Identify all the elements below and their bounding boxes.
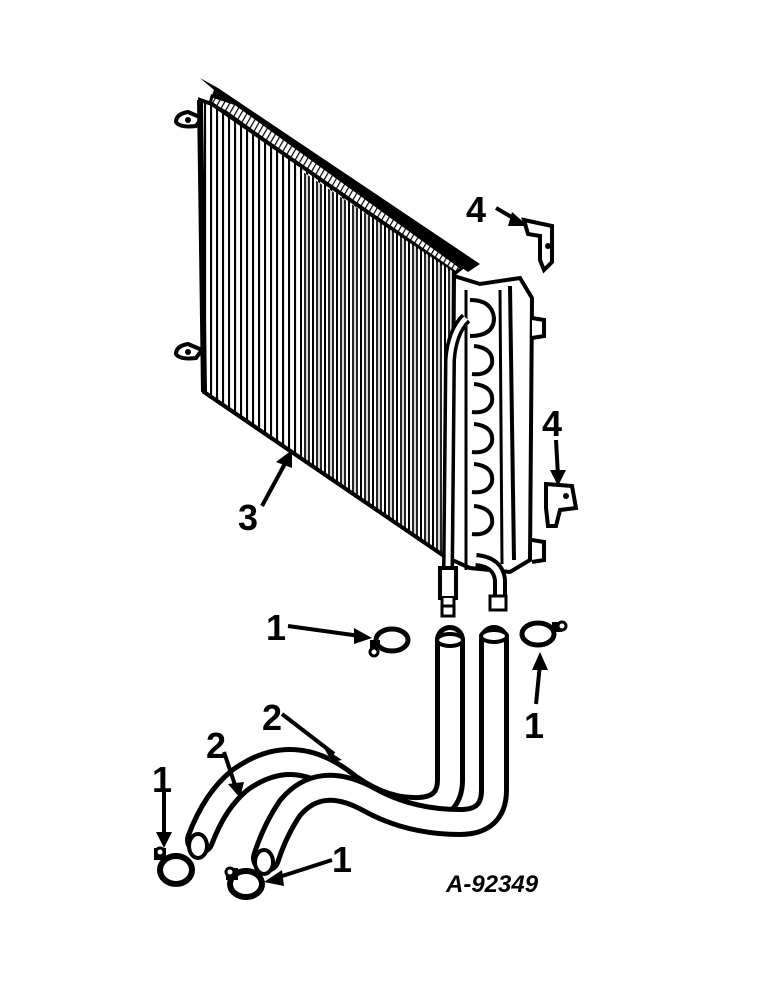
callout-label: 3 (238, 497, 258, 538)
drawing-reference-code: A-92349 (445, 871, 539, 898)
callout-label: 1 (266, 607, 286, 648)
hose-clamp-upper-left (368, 626, 411, 658)
leader-lines (156, 206, 566, 886)
callout-label: 4 (542, 403, 562, 444)
cooler-top-edge (200, 78, 480, 272)
callout-label: 1 (152, 759, 172, 800)
callout-label: 4 (466, 189, 486, 230)
callout-label: 1 (524, 705, 544, 746)
outlet-fitting (475, 553, 508, 612)
oil-cooler (173, 78, 546, 618)
callout-label: 2 (262, 697, 282, 738)
hose-clamp-bottom-mid (224, 866, 265, 900)
cooler-tube-bends (469, 298, 497, 537)
callout-label: 1 (332, 839, 352, 880)
bracket-top (521, 217, 554, 274)
right-studs (531, 316, 546, 564)
mounting-tab-top (173, 109, 206, 129)
cooler-core-shadow (300, 170, 454, 560)
hose-clamp-bottom-left (154, 846, 195, 887)
callout-label: 2 (206, 725, 226, 766)
bracket-side (544, 481, 579, 528)
hose-clamp-right (519, 620, 568, 648)
hose-assembly (185, 625, 509, 876)
mounting-tab-bottom (173, 341, 206, 361)
inlet-fitting (438, 566, 458, 618)
